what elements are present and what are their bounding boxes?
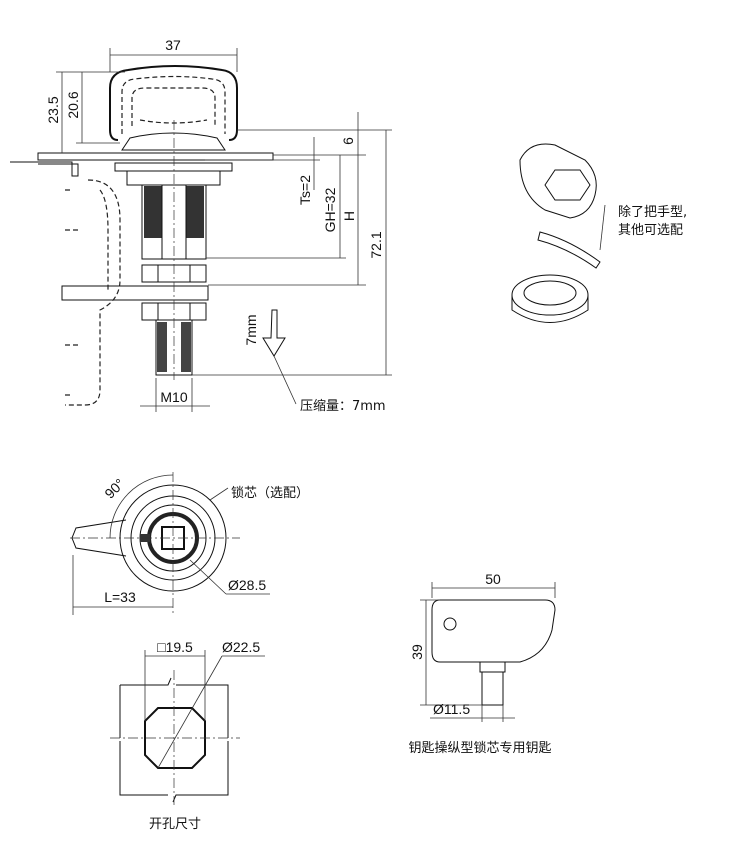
key-view: 50 39 Ø11.5 钥匙操纵型锁芯专用钥匙 [408,571,556,756]
iso-view: 除了把手型, 其他可选配 [511,143,687,323]
core-label: 锁芯（选配） [231,485,309,501]
length-dim: L=33 [104,589,136,605]
key-height-dim: 39 [409,644,425,660]
height-dim-2: 20.6 [65,91,81,118]
total-dim: 72.1 [368,231,384,258]
ts-dim: Ts=2 [297,175,313,205]
square-dim: □19.5 [157,639,193,655]
key-stem-dim: Ø11.5 [433,701,470,717]
thread-dim: M10 [160,389,187,405]
diameter-dim: Ø28.5 [228,577,266,593]
key-width-dim: 50 [485,571,501,587]
compression-arrow-icon [262,309,286,357]
compression-label: 压缩量：7mm [300,398,386,414]
gh-dim: GH=32 [322,187,338,232]
cutout-caption: 开孔尺寸 [149,817,201,832]
width-dim: 37 [165,37,181,53]
h-dim: H [341,211,357,221]
top-dim: 6 [340,137,356,145]
front-view: 90° 锁芯（选配） Ø28.5 L=33 [70,472,309,615]
cutout-view: □19.5 Ø22.5 开孔尺寸 [110,639,265,832]
height-dim-1: 23.5 [45,96,61,123]
side-view: 37 23.5 20.6 6 Ts=2 GH=32 H 72.1 M10 7mm… [10,37,392,414]
handle-outline [109,65,238,141]
cutout-diameter-dim: Ø22.5 [222,639,260,655]
iso-note-line2: 其他可选配 [618,223,683,238]
iso-note-line1: 除了把手型, [618,205,687,220]
angle-dim: 90° [101,475,127,501]
key-caption: 钥匙操纵型锁芯专用钥匙 [408,740,551,756]
stroke-dim: 7mm [243,314,259,345]
